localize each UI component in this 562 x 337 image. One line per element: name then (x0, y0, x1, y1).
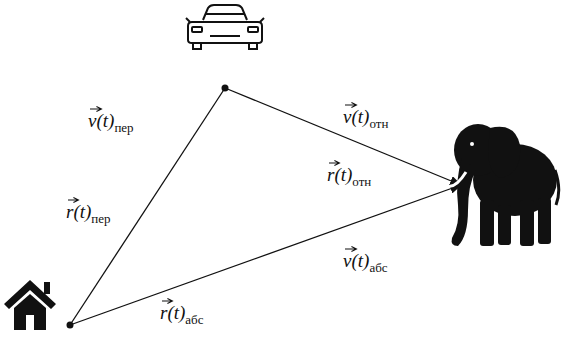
vector-symbol: v(t) (343, 106, 369, 127)
frame-subscript: пер (91, 211, 110, 226)
velocity-relative-label: v(t)отн (343, 106, 388, 132)
frame-subscript: отн (352, 174, 371, 189)
vector-symbol: r(t) (160, 302, 185, 323)
vector-symbol: r(t) (66, 201, 91, 222)
frame-subscript: абс (185, 312, 203, 327)
vector-arrow (67, 196, 80, 204)
vector-arrow (89, 105, 103, 113)
vector-symbol: r(t) (327, 164, 352, 185)
velocity-absolute-label: v(t)абс (343, 250, 388, 276)
transfer-vector (70, 88, 225, 325)
vector-symbol: v(t) (343, 250, 369, 271)
velocity-transfer-label: v(t)пер (88, 110, 134, 136)
radius-absolute-label: r(t)абс (160, 302, 203, 328)
vector-arrow (344, 245, 358, 253)
house-icon (4, 280, 56, 330)
vector-arrow (344, 101, 358, 109)
frame-subscript: абс (369, 260, 387, 275)
elephant-icon (448, 124, 559, 246)
vector-symbol: v(t) (88, 110, 114, 131)
frame-subscript: отн (369, 116, 388, 131)
vector-arrow (161, 297, 174, 305)
origin-dot (67, 322, 74, 329)
vector-arrow (328, 159, 341, 167)
radius-relative-label: r(t)отн (327, 164, 371, 190)
absolute-vector (70, 185, 461, 325)
car-dot (222, 85, 229, 92)
frame-subscript: пер (114, 120, 133, 135)
car-icon (186, 5, 264, 49)
relative-vector (225, 88, 461, 185)
radius-transfer-label: r(t)пер (66, 201, 111, 227)
